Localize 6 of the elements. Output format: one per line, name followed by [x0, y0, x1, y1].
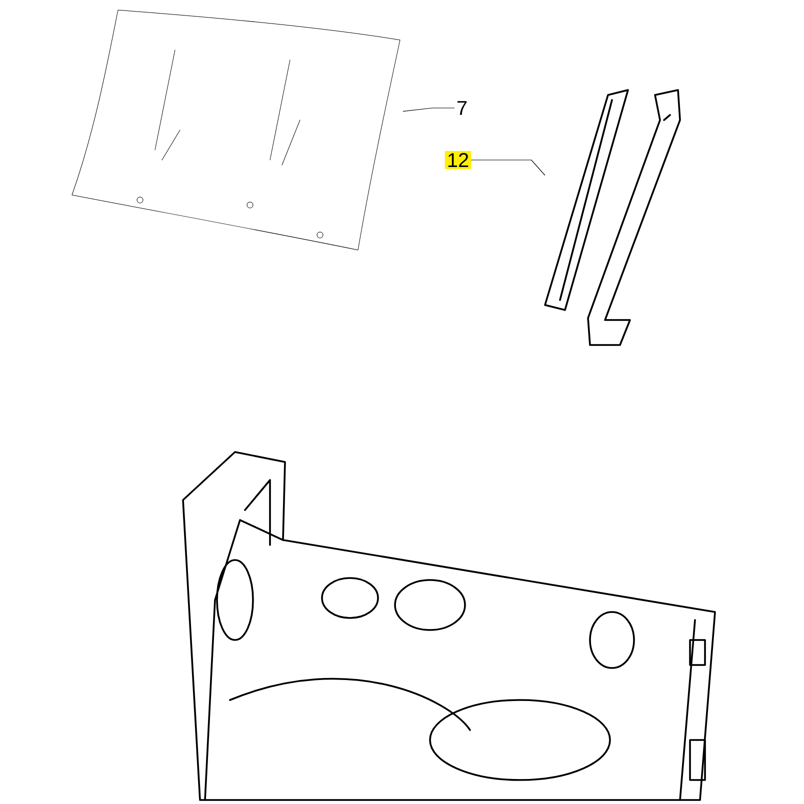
channel-drawing: [544, 89, 629, 311]
leader-line: [471, 160, 546, 176]
leader-line: [402, 108, 455, 112]
callout-number: 7: [457, 101, 467, 115]
callout-number: 12: [444, 151, 472, 169]
glass-drawing: [72, 10, 400, 250]
